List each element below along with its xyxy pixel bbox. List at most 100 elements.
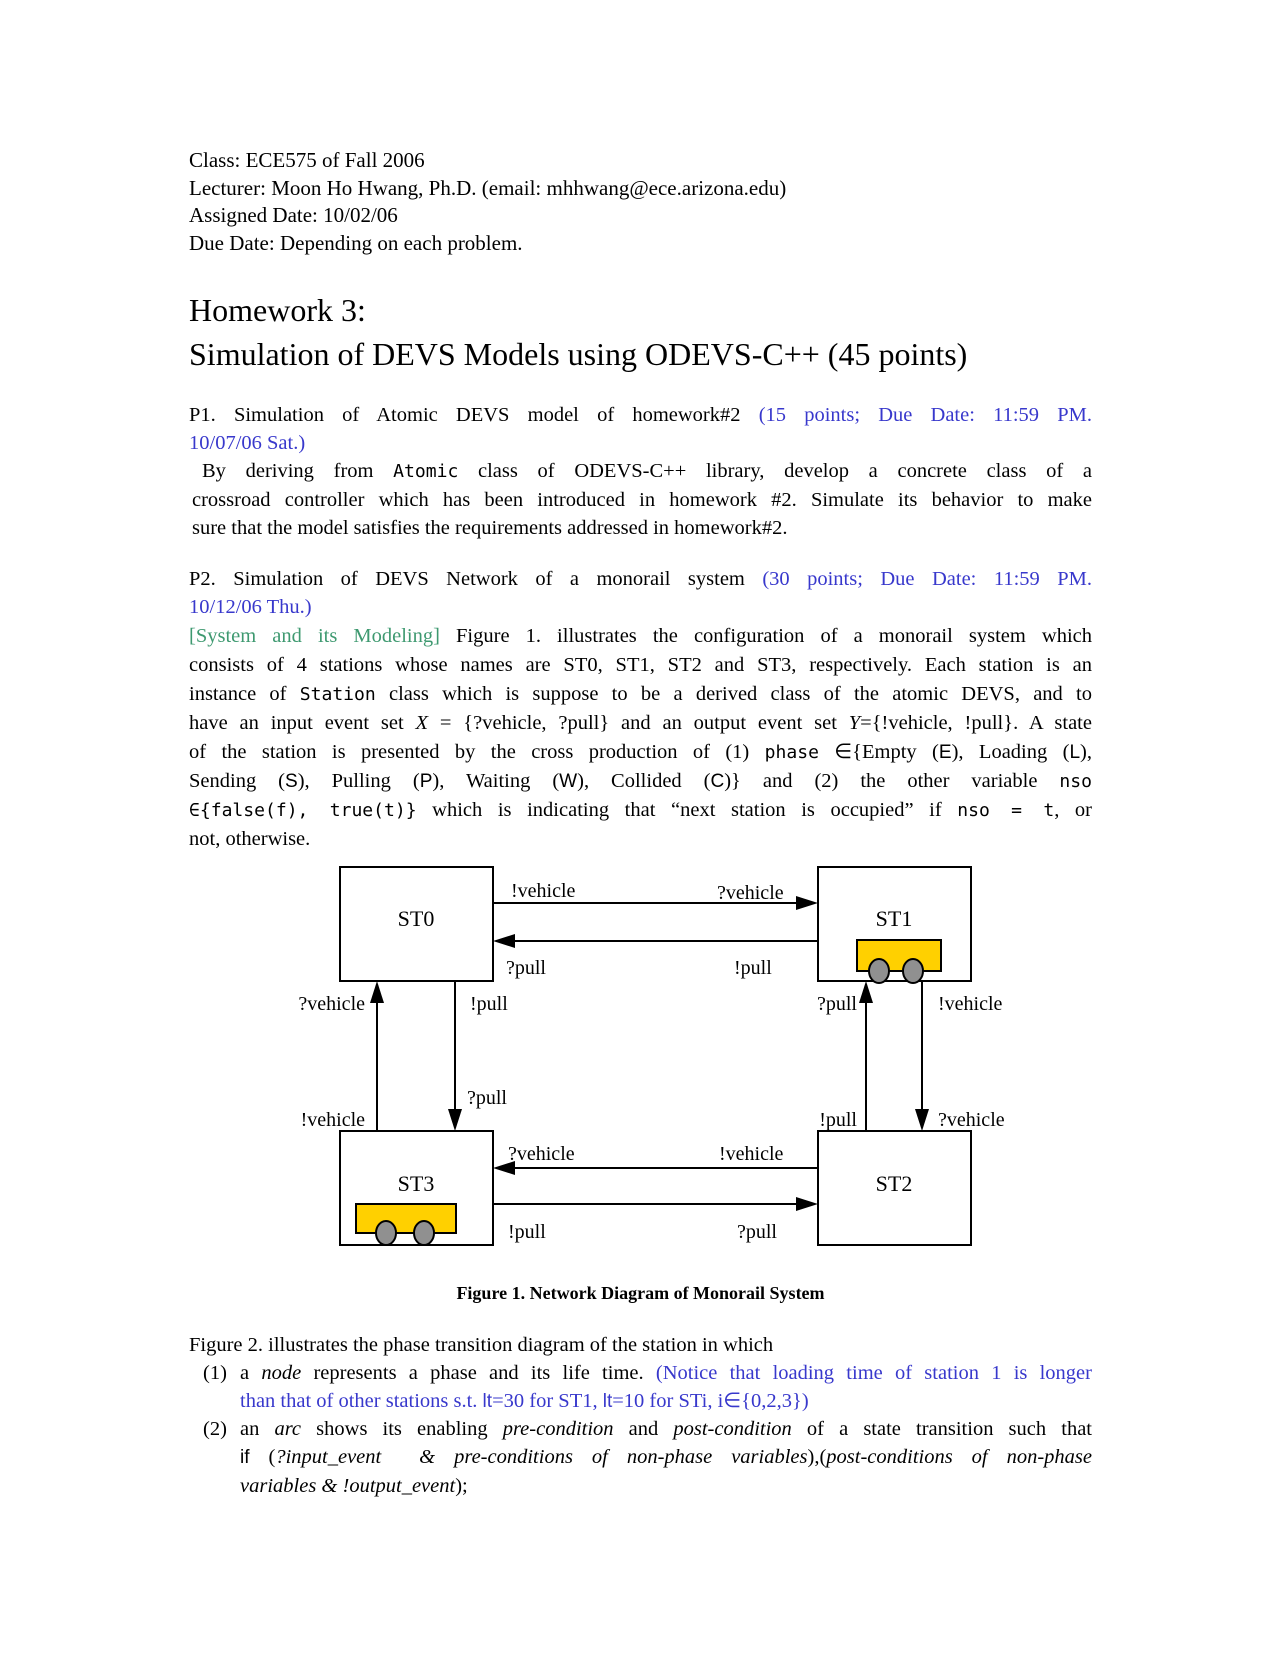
p2-body: [System and its Modeling] Figure 1. illu… — [189, 622, 1092, 854]
arrow-st2-to-st3 — [493, 1161, 818, 1175]
vehicle-cart-st3 — [355, 1203, 457, 1246]
arrow-label: !pull — [819, 1109, 857, 1131]
p1-body-text: crossroad controller which has been intr… — [192, 489, 1092, 511]
p2-heading-points: (30 points; Due Date: 11:59 PM. — [762, 568, 1092, 590]
p2-body-text: not, otherwise. — [189, 828, 311, 850]
cart-wheel — [375, 1220, 397, 1246]
item2-text: ),( — [807, 1446, 827, 1468]
arrow-label: ?vehicle — [938, 1109, 1005, 1131]
station-label-st2: ST2 — [876, 1171, 913, 1196]
station-label-st3: ST3 — [398, 1171, 435, 1196]
arrow-label: ?vehicle — [508, 1143, 575, 1165]
arrow-label: !pull — [734, 957, 772, 979]
p2-heading: P2. Simulation of DEVS Network of a mono… — [189, 565, 1092, 621]
arrow-st0-to-st3 — [448, 981, 462, 1131]
input-set-symbol: X — [415, 712, 429, 734]
arrow-st1-to-st0 — [493, 934, 818, 948]
header-due-line: Due Date: Depending on each problem. — [189, 230, 523, 255]
condition-expr: post-conditions of non-phase — [826, 1446, 1093, 1468]
node-term: node — [261, 1362, 302, 1384]
arrow-st3-to-st0 — [370, 981, 384, 1131]
cart-wheel — [413, 1220, 435, 1246]
p1-body-text: By deriving from — [202, 460, 394, 482]
arrow-label: !vehicle — [719, 1143, 784, 1165]
title-line-1: Homework 3: — [189, 292, 366, 328]
arrow-st2-to-st1 — [859, 981, 873, 1131]
item2-text: an — [240, 1418, 275, 1440]
station-label-st0: ST0 — [398, 906, 435, 931]
p1-body: By deriving from Atomic class of ODEVS-C… — [192, 457, 1092, 542]
arrow-st1-to-st2 — [915, 981, 929, 1131]
nso-eq-t-token: nso = t — [957, 800, 1055, 821]
p2-body-text: have an input event set — [189, 712, 416, 734]
item2-text: and — [613, 1418, 674, 1440]
cart-wheel — [902, 958, 924, 984]
post-condition-term: post-condition — [673, 1418, 792, 1440]
station-label-st1: ST1 — [876, 906, 913, 931]
arrow-st3-to-st2 — [493, 1197, 818, 1211]
arc-term: arc — [274, 1418, 302, 1440]
p1-heading-duedate: 10/07/06 Sat.) — [189, 432, 306, 454]
station-class-token: Station — [299, 684, 376, 705]
arrow-label: !pull — [508, 1221, 546, 1243]
figure2-item-2: (2) an arc shows its enabling pre-condit… — [189, 1415, 1092, 1500]
arrow-label: !vehicle — [301, 1109, 366, 1131]
p2-body-text: of the station is presented by the cross… — [189, 741, 765, 763]
p2-heading-duedate: 10/12/06 Thu.) — [189, 596, 312, 618]
item1-notice: (Notice that loading time of station 1 i… — [655, 1362, 1092, 1384]
arrow-label: ?vehicle — [298, 993, 365, 1015]
list-marker-1: (1) — [203, 1362, 227, 1384]
p2-heading-text: P2. Simulation of DEVS Network of a mono… — [189, 568, 763, 590]
arrow-label: ?pull — [737, 1221, 777, 1243]
item1-notice: =30 for ST1, — [492, 1390, 603, 1412]
item1-notice: than that of other stations s.t. — [240, 1390, 483, 1412]
arrow-label: !vehicle — [511, 880, 576, 902]
p2-body-text: class which is suppose to be a derived c… — [375, 683, 1092, 705]
p2-body-text: = {?vehicle, ?pull} and an output event … — [428, 712, 849, 734]
p2-body-text: )} and (2) the other variable — [724, 770, 1060, 792]
item1-text: a — [240, 1362, 262, 1384]
p2-body-text: , or — [1054, 799, 1092, 821]
item2-text: ( — [249, 1446, 276, 1468]
p1-heading: P1. Simulation of Atomic DEVS model of h… — [189, 401, 1092, 457]
item1-text: represents a phase and its life time. — [301, 1362, 656, 1384]
lt-token: lt — [602, 1391, 613, 1412]
phase-letter: S — [285, 771, 298, 792]
figure2-item-1: (1) a node represents a phase and its li… — [189, 1359, 1092, 1416]
arrow-label: ?pull — [817, 993, 857, 1015]
false-true-token: ∈{false(f), true(t)} — [189, 800, 417, 821]
pre-condition-term: pre-condition — [502, 1418, 614, 1440]
header-class-line: Class: ECE575 of Fall 2006 — [189, 148, 425, 172]
vehicle-cart-st1 — [856, 939, 942, 984]
p2-body-text: ), — [1080, 741, 1092, 763]
p2-body-text: which is indicating that “next station i… — [416, 799, 958, 821]
header-assigned-line: Assigned Date: 10/02/06 — [189, 203, 398, 227]
p1-body-text: class of ODEVS-C++ library, develop a co… — [458, 460, 1092, 482]
title-line-2: Simulation of DEVS Models using ODEVS-C+… — [189, 336, 968, 372]
figure1-caption: Figure 1. Network Diagram of Monorail Sy… — [456, 1283, 825, 1303]
phase-letter: L — [1069, 742, 1081, 763]
phase-letter: C — [710, 771, 725, 792]
p2-body-text: consists of 4 stations whose names are S… — [189, 654, 1092, 676]
condition-expr: variables & !output_event — [240, 1475, 456, 1497]
p1-heading-text: P1. Simulation of Atomic DEVS model of h… — [189, 404, 759, 426]
phase-letter: P — [419, 771, 433, 792]
phase-letter: W — [559, 771, 578, 792]
p2-body-text: ∈{Empty ( — [818, 741, 939, 763]
figure2-intro: Figure 2. illustrates the phase transiti… — [189, 1334, 774, 1356]
p2-body-text: Figure 1. illustrates the configuration … — [456, 625, 1092, 647]
header-lecturer-line: Lecturer: Moon Ho Hwang, Ph.D. (email: m… — [189, 175, 787, 200]
monorail-network-diagram: ST0 ST1 ST3 ST2 !vehicle ?vehicle ?pull … — [298, 866, 1005, 1246]
p2-body-text: Sending ( — [189, 770, 285, 792]
homework-title: Homework 3: Simulation of DEVS Models us… — [189, 288, 1169, 376]
p2-body-text: ), Waiting ( — [432, 770, 560, 792]
p2-body-text: ), Collided ( — [577, 770, 711, 792]
atomic-class-token: Atomic — [393, 461, 459, 482]
nso-token: nso — [1059, 771, 1092, 792]
lt-token: lt — [482, 1391, 493, 1412]
output-set-symbol: Y — [848, 712, 861, 734]
condition-expr: ?input_event & pre-conditions of non-pha… — [275, 1446, 808, 1468]
p2-body-text: instance of — [189, 683, 300, 705]
phase-letter: E — [938, 742, 952, 763]
arrow-label: !vehicle — [938, 993, 1003, 1015]
